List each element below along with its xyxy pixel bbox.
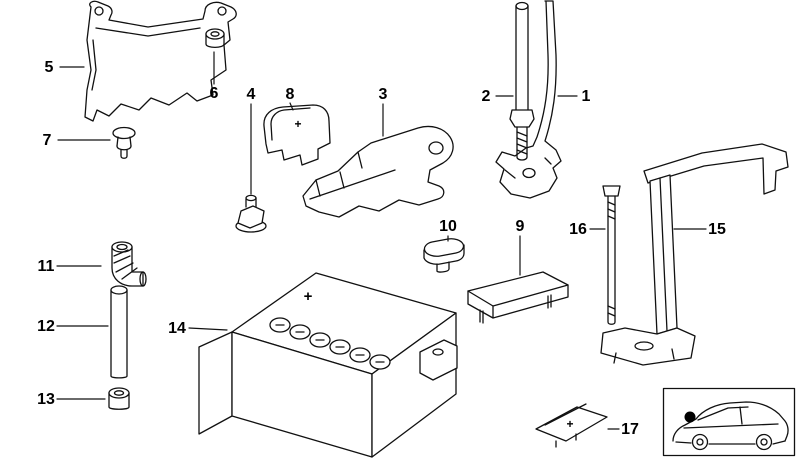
part-label-16: 16: [569, 221, 587, 238]
part-9-mounting-rail-drawing: [467, 271, 569, 324]
vehicle-inset: [662, 387, 796, 457]
leader-line-8: [289, 102, 294, 111]
part-label-1: 1: [582, 88, 591, 105]
part-labels: 1 2 3 4 5 6 7 8 9 10 11 12 13 14 15 16 1…: [37, 59, 726, 438]
car-icon: [672, 401, 789, 451]
part-label-13: 13: [37, 391, 55, 408]
part-label-10: 10: [439, 218, 457, 235]
part-17-cover-plate-drawing: +: [535, 403, 608, 448]
part-1-holddown-strap-drawing: [495, 0, 562, 199]
part-label-15: 15: [708, 221, 726, 238]
part-8-terminal-cover-drawing: +: [263, 104, 331, 166]
part-label-9: 9: [516, 218, 525, 235]
part-label-7: 7: [43, 132, 52, 149]
part-label-11: 11: [38, 258, 55, 275]
part-5-mounting-bracket-drawing: [84, 0, 237, 122]
leader-line-14: [188, 327, 228, 331]
part-label-6: 6: [210, 85, 219, 102]
part-10-spacer-block-drawing: [423, 238, 465, 273]
part-15-battery-tray-bracket-drawing: [600, 143, 789, 366]
part-14-battery-drawing: +: [198, 272, 458, 458]
battery-plus-mark: +: [304, 288, 313, 305]
vehicle-inset-frame: [662, 387, 796, 457]
part-6-grommet-drawing: [205, 28, 225, 49]
part-label-14: 14: [168, 320, 186, 337]
part-label-2: 2: [482, 88, 491, 105]
part-label-5: 5: [45, 59, 54, 76]
part-label-17: 17: [621, 421, 639, 438]
part-label-4: 4: [247, 86, 256, 103]
part-4-bolt-drawing: [235, 194, 267, 233]
part-3-support-bracket-drawing: [302, 125, 454, 218]
cover-plus-mark: +: [294, 117, 301, 131]
part-2-bolt-drawing: [509, 1, 535, 161]
plate-plus-mark: +: [566, 417, 573, 431]
part-label-3: 3: [379, 86, 388, 103]
leader-lines: [56, 51, 707, 430]
part-label-8: 8: [286, 86, 295, 103]
part-13-end-cap-drawing: [108, 387, 130, 410]
part-12-vent-tube-drawing: [110, 285, 128, 379]
part-11-elbow-fitting-drawing: [111, 241, 147, 287]
part-label-12: 12: [37, 318, 55, 335]
battery-location-dot: [684, 411, 696, 423]
part-7-clip-drawing: [112, 126, 136, 159]
part-16-threaded-rod-drawing: [602, 185, 621, 325]
